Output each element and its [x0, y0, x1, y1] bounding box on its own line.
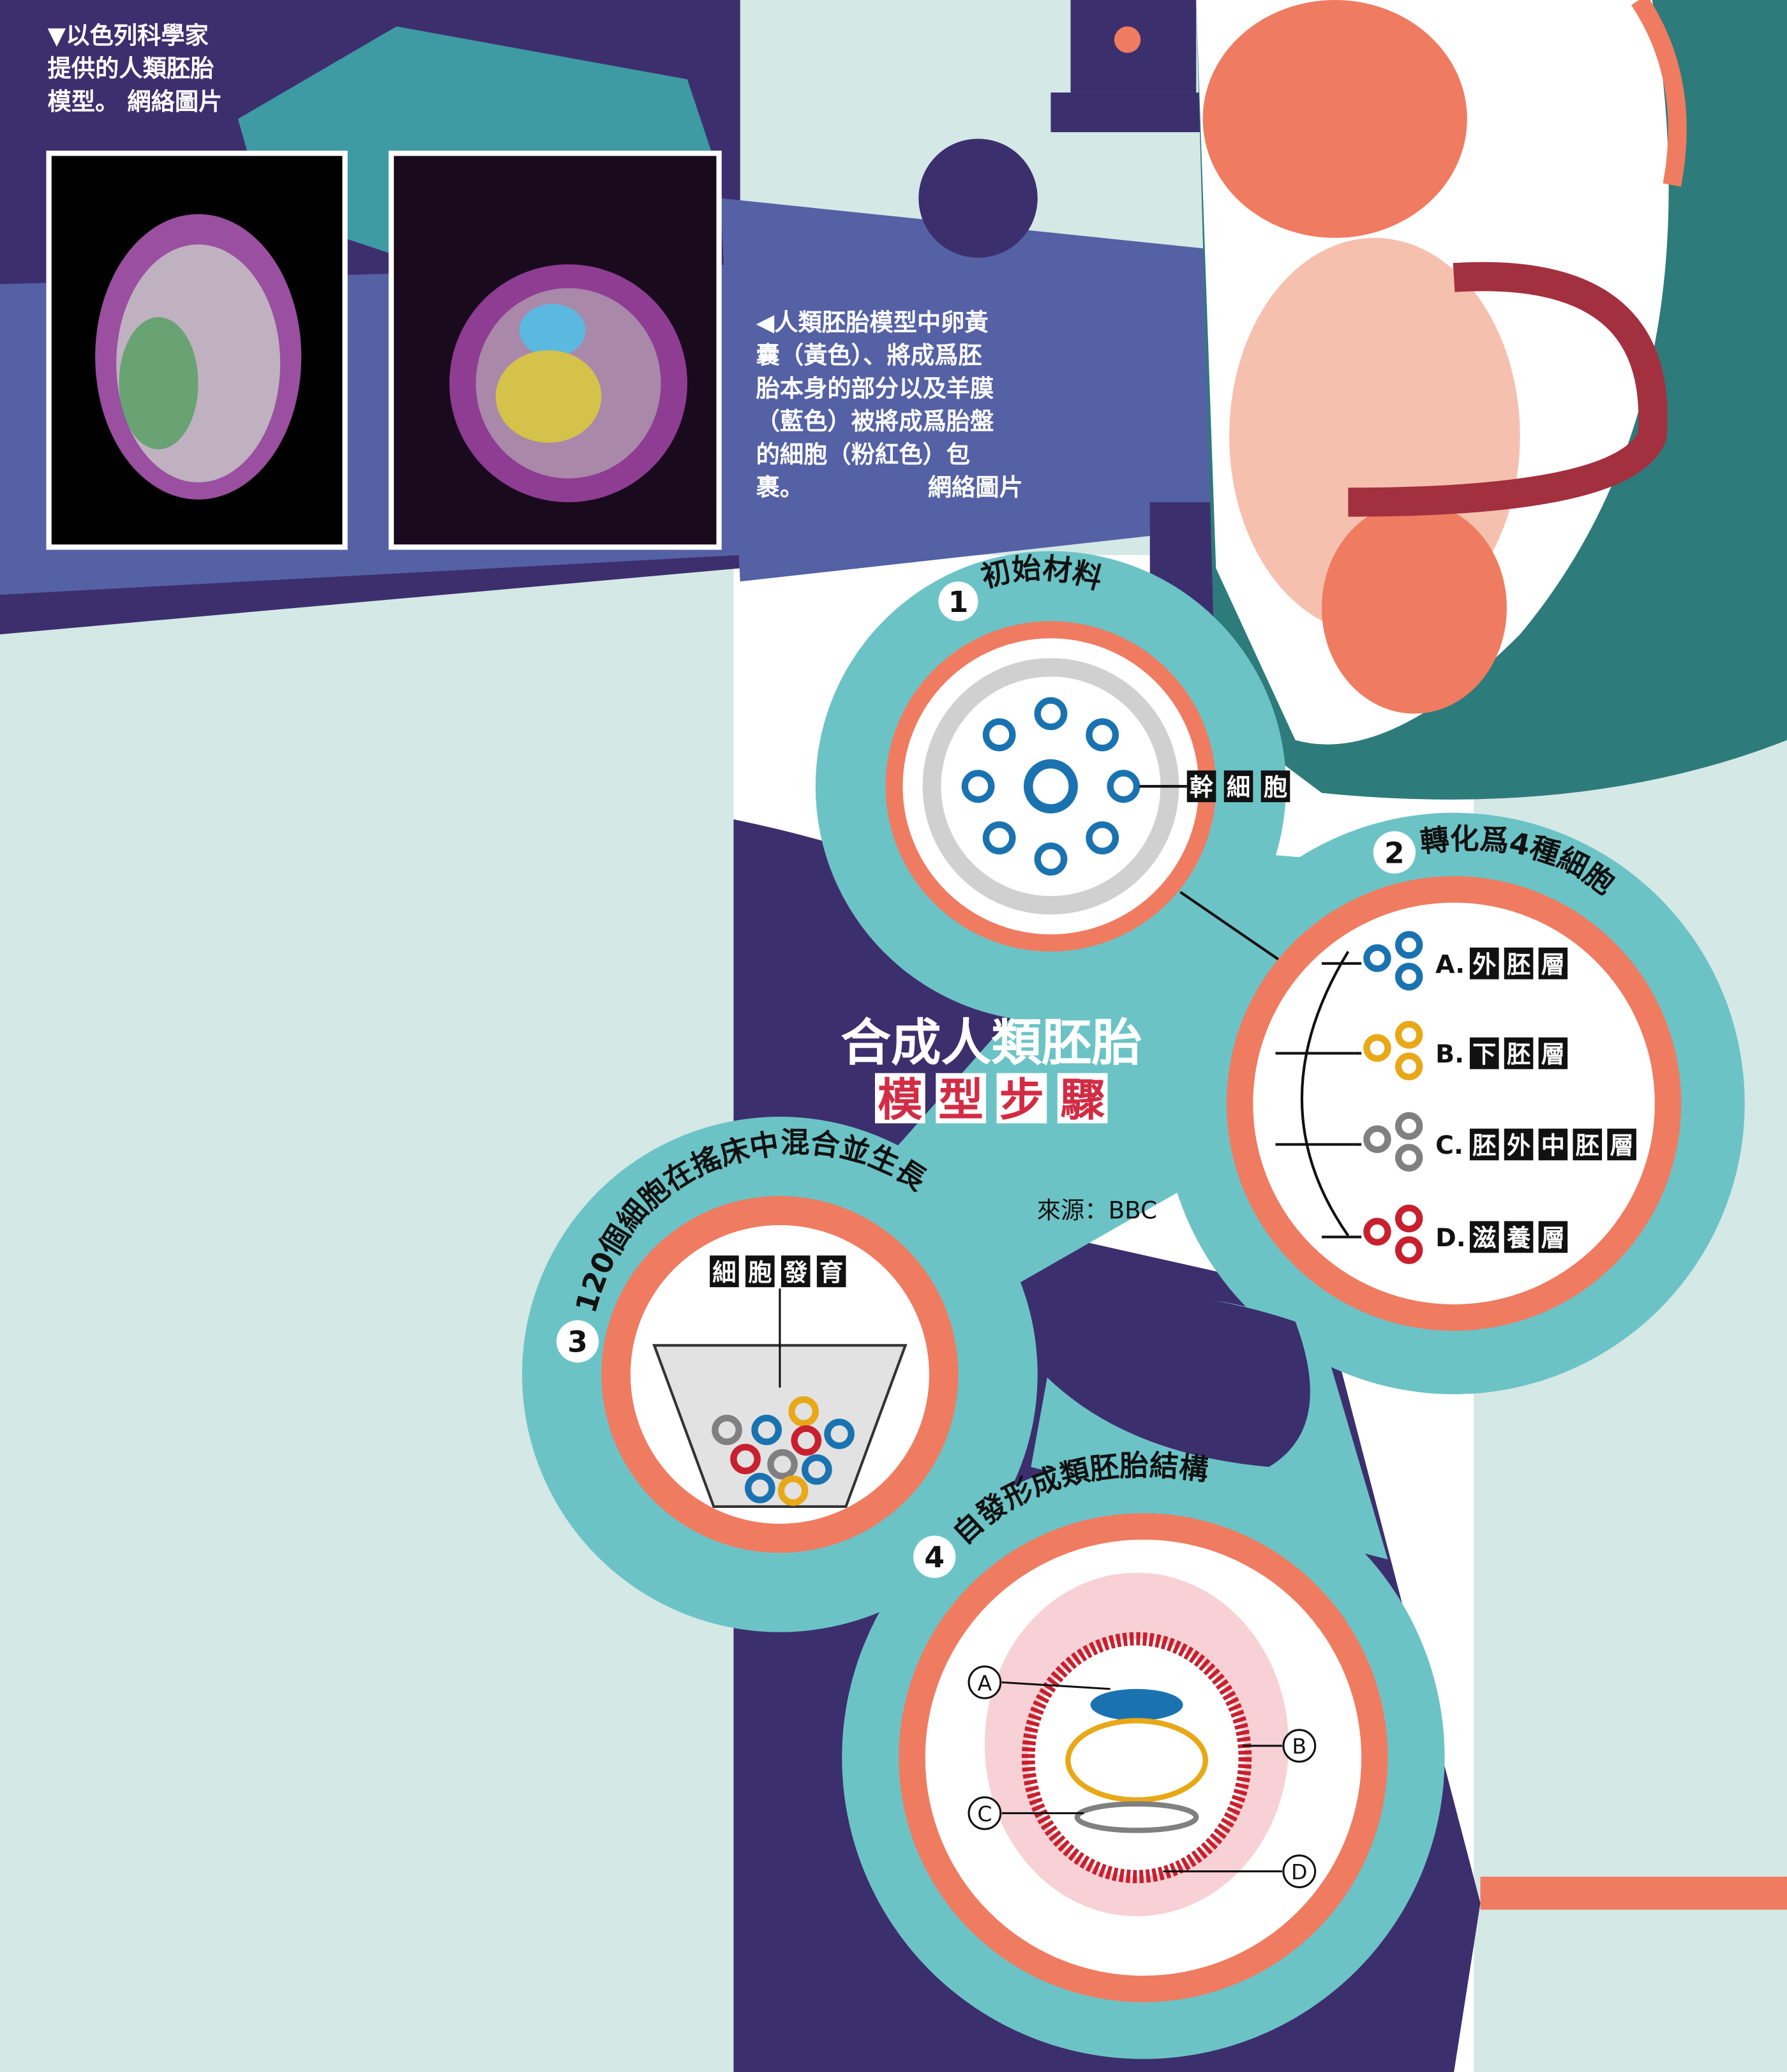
step-number-badge	[556, 1320, 599, 1363]
cell-type-row: B. 下胚層	[1354, 1020, 1568, 1081]
microscope-knob	[918, 138, 1038, 258]
title-line-2: 模 型 步 驟	[875, 1073, 1108, 1126]
stem-cell-label: 幹 細 胞	[1186, 770, 1290, 803]
microscope-light	[1114, 26, 1141, 53]
caption-line: （藍色）被將成爲胎盤	[756, 407, 994, 435]
cell-name-char: 中	[1541, 1131, 1565, 1159]
cell-icon	[1394, 1144, 1423, 1172]
cell-icon	[1363, 1125, 1391, 1153]
fetus-head	[1202, 0, 1467, 238]
caption-line: 模型。 網絡圖片	[48, 87, 223, 116]
cell-name-char: 層	[1541, 950, 1565, 978]
svg-text:細: 細	[712, 1258, 736, 1286]
cell-letter: A.	[1435, 950, 1465, 979]
cell-icon	[1394, 1236, 1423, 1264]
caption-line: 的細胞（粉紅色）包	[756, 440, 970, 468]
embryo-caption: ◀人類胚胎模型中卵黃 囊（黃色）、將成爲胚 胎本身的部分以及羊膜 （藍色）被將成…	[756, 308, 1023, 502]
cell-name-char: 胚	[1507, 950, 1530, 978]
microscope-arm	[1051, 92, 1216, 133]
svg-text:驟: 驟	[1060, 1074, 1105, 1126]
cell-name-char: 養	[1507, 1224, 1531, 1252]
step-number: 4	[924, 1540, 945, 1574]
cell-icon	[1394, 1112, 1423, 1140]
source-credit: 來源：BBC	[1037, 1196, 1157, 1224]
cell-name-char: 下	[1472, 1040, 1496, 1068]
trophoblast-ring	[1021, 1632, 1252, 1884]
caption-line: 裹。	[756, 473, 804, 502]
orange-strip	[1480, 1876, 1787, 1910]
cell-type-row: C.胚外中胚層	[1354, 1112, 1636, 1172]
marker-d: D	[1291, 1860, 1308, 1884]
svg-text:胞: 胞	[748, 1258, 772, 1286]
title-line-1: 合成人類胚胎	[841, 1013, 1142, 1072]
fetus-leg	[1322, 502, 1507, 714]
main-title: 合成人類胚胎 模 型 步 驟	[841, 1013, 1142, 1126]
svg-text:幹: 幹	[1190, 773, 1214, 801]
svg-text:育: 育	[819, 1258, 843, 1286]
cell-icon	[1363, 944, 1391, 973]
cell-name-char: 外	[1472, 950, 1496, 978]
cell-letter: C.	[1435, 1131, 1463, 1160]
stem-cells	[961, 697, 1140, 876]
womb-outline	[1631, 0, 1687, 187]
hypoblast-layer	[1065, 1718, 1208, 1803]
structure-markers	[968, 1665, 1317, 1888]
blob-hole	[1044, 1295, 1310, 1467]
cell-icon	[1394, 931, 1423, 959]
cell-name-char: 滋	[1472, 1224, 1496, 1252]
teal-splatter	[237, 26, 714, 265]
caption-line: 囊（黃色）、將成爲胚	[756, 341, 982, 369]
cell-icon	[1363, 1218, 1391, 1246]
caption-line: 提供的人類胚胎	[48, 54, 214, 82]
marker-a: A	[978, 1671, 992, 1696]
cell-name-char: 外	[1507, 1131, 1530, 1159]
cell-icon	[1394, 1204, 1423, 1233]
step-number-badge	[1373, 831, 1416, 874]
step-number-badge	[913, 1535, 956, 1578]
cell-letter: B.	[1435, 1040, 1464, 1069]
cell-type-row: D.滋養層	[1322, 1204, 1568, 1264]
caption-line: 胎本身的部分以及羊膜	[756, 374, 994, 402]
cell-name-char: 胚	[1507, 1040, 1530, 1068]
step-number: 1	[948, 585, 969, 619]
cell-name-char: 層	[1541, 1224, 1565, 1252]
svg-text:發: 發	[783, 1258, 808, 1286]
photo-caption: ▼以色列科學家 提供的人類胚胎 模型。 網絡圖片	[48, 21, 223, 116]
svg-text:細: 細	[1227, 773, 1250, 801]
embryo-photo-2	[388, 151, 722, 550]
caption-credit: 網絡圖片	[928, 473, 1023, 502]
cell-letter: D.	[1435, 1223, 1466, 1253]
marker-c: C	[977, 1801, 992, 1826]
cell-icon	[1394, 1052, 1423, 1081]
caption-line: ▼以色列科學家	[48, 21, 209, 49]
cell-icon	[1394, 1020, 1423, 1049]
cell-icon	[1363, 1034, 1391, 1062]
cell-name-char: 胚	[1472, 1131, 1496, 1159]
marker-b: B	[1292, 1734, 1306, 1759]
step-number-badge	[938, 581, 978, 622]
epiblast-layer	[1090, 1688, 1183, 1721]
blue-band-hand	[720, 198, 1253, 582]
cell-name-char: 胚	[1576, 1131, 1599, 1159]
svg-text:胞: 胞	[1264, 773, 1287, 801]
cell-name-char: 層	[1610, 1131, 1633, 1159]
step-number: 2	[1384, 836, 1405, 870]
svg-text:步: 步	[999, 1074, 1044, 1126]
caption-line: ◀人類胚胎模型中卵黃	[756, 308, 989, 336]
svg-text:模: 模	[878, 1074, 923, 1126]
umbilical-cord	[1348, 262, 1668, 517]
mesoderm-layer	[1074, 1801, 1199, 1833]
svg-text:型: 型	[938, 1074, 983, 1126]
cell-development-label: 細 胞 發 育	[710, 1255, 846, 1288]
step-4: A B C D 4 自發形成類胚胎結構	[899, 1449, 1388, 2002]
embryo-photo-1	[46, 151, 348, 550]
mixed-cells	[712, 1396, 855, 1506]
cell-name-char: 層	[1541, 1040, 1565, 1068]
cell-icon	[1394, 962, 1423, 991]
step-number: 3	[567, 1325, 588, 1359]
cell-type-row: A.外胚層	[1322, 931, 1568, 991]
